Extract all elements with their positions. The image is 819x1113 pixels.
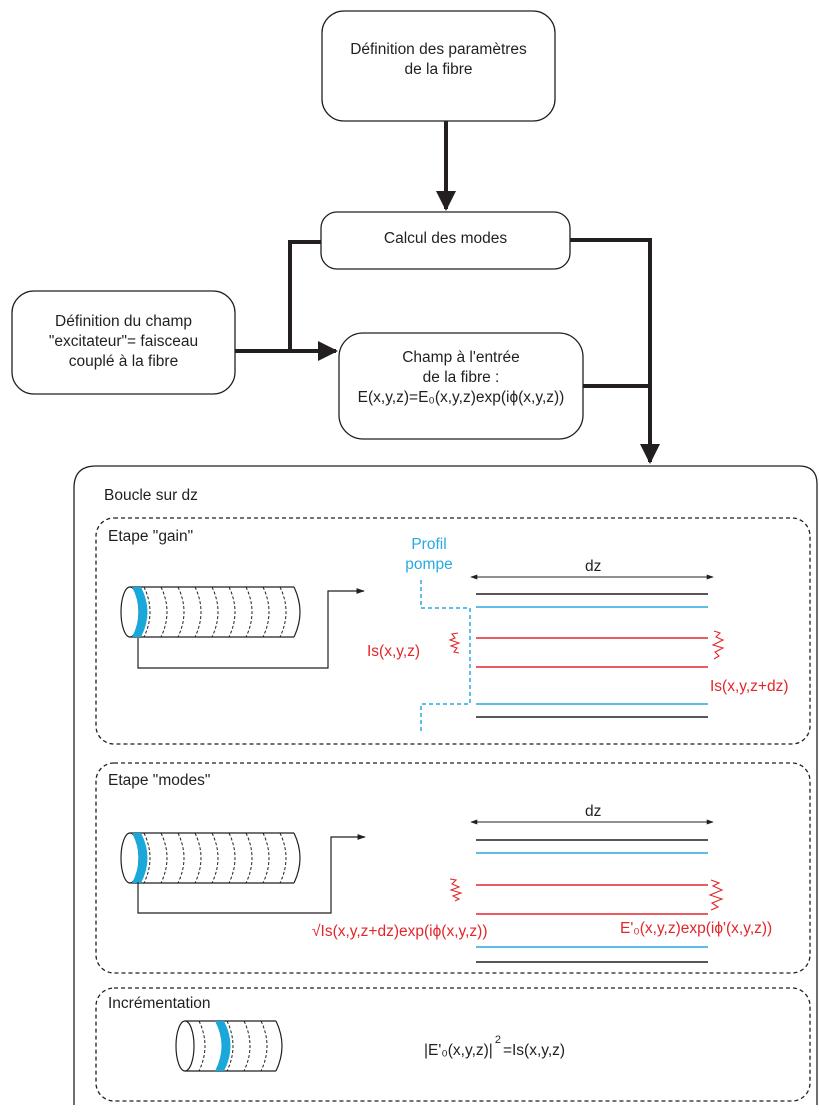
signal-out-label: Is(x,y,z+dz) <box>710 678 789 695</box>
dz-label: dz <box>585 803 602 820</box>
pump-profile-icon <box>420 580 471 732</box>
increment-step-box <box>95 987 811 1102</box>
fibre-params-box <box>321 10 556 122</box>
pump-profile-label: Profil pompe <box>405 536 453 573</box>
signal-profile-icon <box>711 630 725 660</box>
field-out-label: E'₀(x,y,z)exp(iϕ'(x,y,z)) <box>620 920 773 937</box>
field-in-label: √Is(x,y,z+dz)exp(iϕ(x,y,z)) <box>312 923 488 940</box>
modes-step-box <box>95 762 811 974</box>
fiber-cylinder-icon <box>175 1020 283 1072</box>
gain-step-title: Etape "gain" <box>108 528 194 545</box>
fiber-cylinder-icon <box>120 586 301 638</box>
modes-calc-label: Calcul des modes <box>383 230 508 247</box>
excitation-label: Définition du champ "excitateur"= faisce… <box>48 313 199 370</box>
dz-label: dz <box>585 558 602 575</box>
signal-profile-icon <box>708 879 724 911</box>
signal-profile-icon <box>448 632 461 654</box>
modes-zoom-connector <box>137 834 366 914</box>
increment-step-title: Incrémentation <box>108 995 211 1012</box>
excitation-box <box>11 290 236 395</box>
formula-right: =Is(x,y,z) <box>502 1042 566 1060</box>
input-field-label: Champ à l'entrée de la fibre : E(x,y,z)=… <box>357 349 565 406</box>
fiber-cylinder-icon <box>120 832 301 884</box>
signal-in-label: Is(x,y,z) <box>367 643 421 660</box>
modes-to-field-connector <box>288 240 321 351</box>
loop-title: Boucle sur dz <box>104 487 198 504</box>
loop-frame <box>73 465 818 1105</box>
signal-profile-icon <box>449 878 463 902</box>
modes-step-title: Etape "modes" <box>108 772 211 789</box>
fibre-params-label: Définition des paramètres de la fibre <box>350 41 527 78</box>
increment-formula: |E'₀(x,y,z)|2=Is(x,y,z) <box>424 1034 566 1061</box>
gain-zoom-connector <box>137 588 365 669</box>
formula-exponent: 2 <box>494 1034 501 1046</box>
gain-step-box <box>95 517 811 745</box>
formula-left: |E'₀(x,y,z)| <box>424 1042 493 1060</box>
